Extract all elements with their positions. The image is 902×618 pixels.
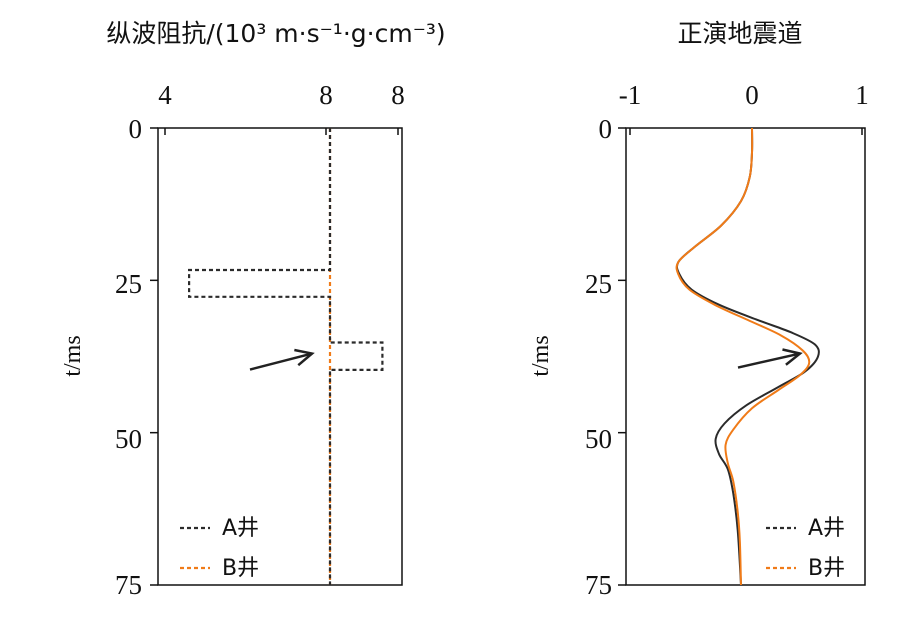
seismic-x-tick-label: -1 — [619, 80, 642, 110]
impedance-title: 纵波阻抗/(10³ m·s⁻¹·g·cm⁻³) — [106, 19, 445, 48]
legend-label-a: A井 — [222, 516, 259, 541]
impedance-y-axis-label: t/ms — [60, 335, 86, 376]
annotation-arrow-head — [294, 348, 315, 367]
seismic-y-tick-label: 0 — [599, 114, 613, 144]
seismic-title: 正演地震道 — [677, 19, 802, 48]
seismic-panel: 正演地震道 -1 0 1 0 25 50 75 t/ms A井 B井 — [528, 19, 869, 600]
impedance-legend: A井 B井 — [222, 516, 259, 581]
impedance-y-tick-label: 25 — [115, 269, 142, 299]
seismic-x-tick-label: 1 — [855, 80, 869, 110]
impedance-y-tick-label: 0 — [129, 114, 143, 144]
legend-label-b: B井 — [222, 556, 259, 581]
impedance-x-tick-label: 8 — [319, 80, 333, 110]
seismic-x-tick-label: 0 — [745, 80, 759, 110]
annotation-arrow-shaft — [737, 352, 801, 369]
seismic-plot-frame — [625, 127, 866, 586]
seismic-y-tick-label: 50 — [585, 424, 612, 454]
impedance-plot-frame — [157, 127, 403, 586]
seismic-y-tick-label: 75 — [585, 570, 612, 600]
impedance-x-tick-label: 4 — [158, 80, 172, 110]
well-b-series-line — [675, 127, 811, 586]
impedance-x-tick-label: 8 — [391, 80, 405, 110]
impedance-y-tick-label: 50 — [115, 424, 142, 454]
annotation-arrow-shaft — [249, 352, 313, 371]
impedance-panel: 纵波阻抗/(10³ m·s⁻¹·g·cm⁻³) 4 8 8 0 25 50 75… — [60, 19, 446, 600]
well-a-series-line — [188, 128, 384, 585]
legend-label-b: B井 — [808, 556, 845, 581]
annotation-arrow-head — [782, 348, 803, 366]
seismic-y-tick-label: 25 — [585, 269, 612, 299]
legend-label-a: A井 — [808, 516, 845, 541]
seismic-y-axis-label: t/ms — [528, 335, 554, 376]
seismic-legend: A井 B井 — [808, 516, 845, 581]
impedance-y-tick-label: 75 — [115, 570, 142, 600]
